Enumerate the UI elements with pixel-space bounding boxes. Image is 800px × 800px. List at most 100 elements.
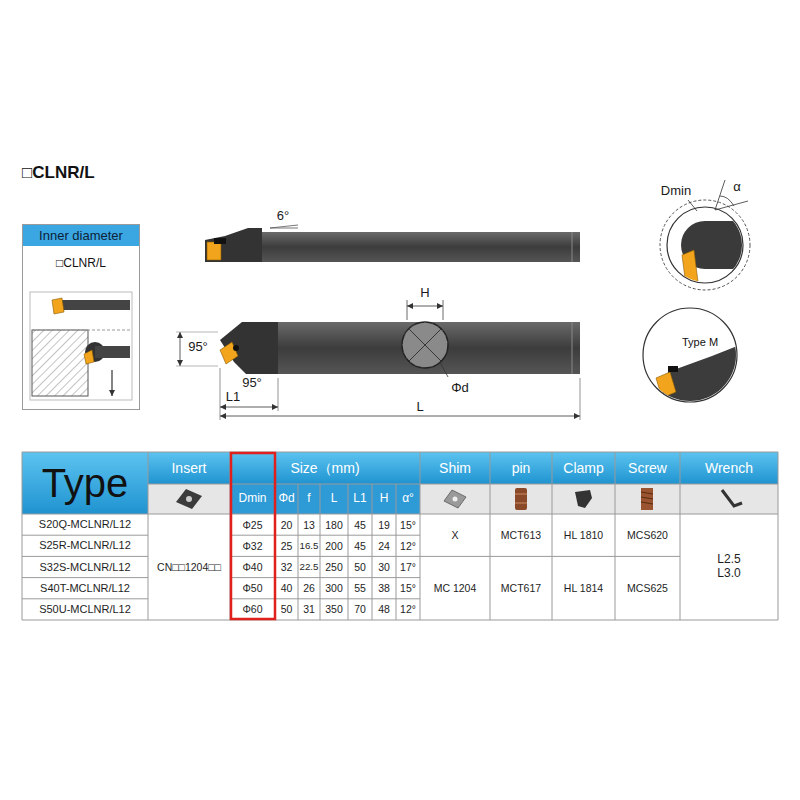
table-cell: L2.5 L3.0	[680, 514, 778, 620]
part-icons	[515, 488, 527, 510]
column-header-text: Size（mm)	[290, 460, 359, 476]
part-icons	[515, 503, 527, 504]
part-icons	[176, 488, 742, 510]
table-cell: 25	[275, 535, 298, 556]
table-cell-text: 30	[378, 561, 390, 573]
spec-table	[231, 453, 275, 619]
table-cell: HL 1814	[552, 556, 615, 620]
angle-label: 95°	[186, 339, 210, 354]
side-view	[205, 225, 580, 262]
table-cell: 19	[372, 514, 396, 535]
spec-table	[552, 452, 553, 620]
table-cell-text: 13	[303, 519, 315, 531]
table-cell: X	[420, 514, 490, 556]
table-cell-text: 15°	[400, 582, 416, 594]
plan-view	[580, 378, 581, 420]
plan-view	[407, 300, 408, 320]
spec-table	[680, 452, 681, 620]
type-m-detail	[656, 372, 676, 398]
table-cell: 350	[320, 599, 348, 620]
table-cell-text: 200	[325, 540, 343, 552]
table-cell-text: L2.5 L3.0	[709, 553, 749, 581]
plan-view	[409, 329, 441, 361]
size-header: Φd	[275, 484, 298, 514]
circle-outline	[643, 308, 737, 402]
table-cell: 24	[372, 535, 396, 556]
side-view	[214, 238, 226, 244]
column-header: Clamp	[552, 452, 615, 484]
part-icons	[453, 497, 458, 502]
spec-table	[230, 598, 420, 599]
part-icons	[641, 502, 653, 504]
table-cell: 20	[275, 514, 298, 535]
table-cell: 16.5	[298, 535, 320, 556]
table-cell: Φ50	[230, 578, 275, 599]
table-cell: 250	[320, 556, 348, 577]
size-header: α°	[396, 484, 420, 514]
plan-view	[220, 407, 278, 408]
dimension-label: Φd	[449, 380, 471, 395]
side-view	[270, 228, 298, 229]
type-m-detail	[660, 345, 740, 405]
spec-table	[148, 484, 230, 514]
spec-table	[22, 620, 778, 621]
table-cell-text: 48	[378, 603, 390, 615]
column-header-text: Insert	[171, 460, 206, 476]
table-cell-text: 70	[354, 603, 366, 615]
plan-view	[180, 332, 181, 366]
type-m-detail	[668, 366, 678, 372]
angle-label: 95°	[240, 375, 264, 390]
dmin-detail	[682, 250, 698, 286]
boring-sketch	[32, 330, 88, 396]
spec-table	[348, 484, 349, 620]
table-cell: MCT617	[490, 556, 552, 620]
table-cell: 70	[348, 599, 372, 620]
dmin-detail	[681, 221, 745, 286]
page-title: □CLNR/L	[22, 163, 95, 183]
plan-view	[220, 416, 580, 417]
table-cell: 40	[275, 578, 298, 599]
size-header: L	[320, 484, 348, 514]
table-cell-text: 350	[325, 603, 343, 615]
table-cell: 45	[348, 535, 372, 556]
table-cell: 15°	[396, 514, 420, 535]
spec-table	[372, 484, 373, 620]
table-cell: Φ25	[230, 514, 275, 535]
column-header-text: Shim	[439, 460, 471, 476]
column-header-text: Wrench	[705, 460, 753, 476]
table-cell: 31	[298, 599, 320, 620]
table-cell-text: X	[451, 529, 458, 541]
table-cell-text: HL 1814	[564, 582, 603, 594]
table-cell-text: 38	[378, 582, 390, 594]
table-cell-text: MC 1204	[434, 582, 477, 594]
dmin-detail	[660, 200, 750, 290]
dimension-label: H	[418, 285, 431, 300]
dmin-detail	[720, 196, 734, 206]
column-header-text: Screw	[628, 460, 667, 476]
column-header: Shim	[420, 452, 490, 484]
column-header: Screw	[615, 452, 680, 484]
spec-table	[22, 452, 778, 453]
plan-view	[176, 366, 218, 367]
section-box: Inner diameter□CLNR/L	[22, 224, 140, 410]
table-cell-text: 55	[354, 582, 366, 594]
table-cell: 15°	[396, 578, 420, 599]
spec-table	[490, 452, 491, 620]
table-cell-text: 32	[281, 561, 293, 573]
model-code: S25R-MCLNR/L12	[22, 535, 148, 556]
plan-view	[278, 322, 580, 374]
table-cell-text: CN□□1204□□	[157, 561, 221, 573]
table-cell: 30	[372, 556, 396, 577]
part-icons	[641, 497, 653, 499]
boring-sketch	[60, 300, 130, 310]
model-code: S20Q-MCLNR/L12	[22, 514, 148, 535]
model-code-text: S25R-MCLNR/L12	[39, 539, 131, 552]
table-cell-text: 250	[325, 561, 343, 573]
table-cell: CN□□1204□□	[148, 514, 230, 620]
side-view	[207, 242, 221, 260]
dimension-label: L	[414, 399, 425, 414]
side-view	[205, 228, 262, 262]
plan-view	[440, 362, 448, 377]
table-cell: MC 1204	[420, 556, 490, 620]
column-header: pin	[490, 452, 552, 484]
